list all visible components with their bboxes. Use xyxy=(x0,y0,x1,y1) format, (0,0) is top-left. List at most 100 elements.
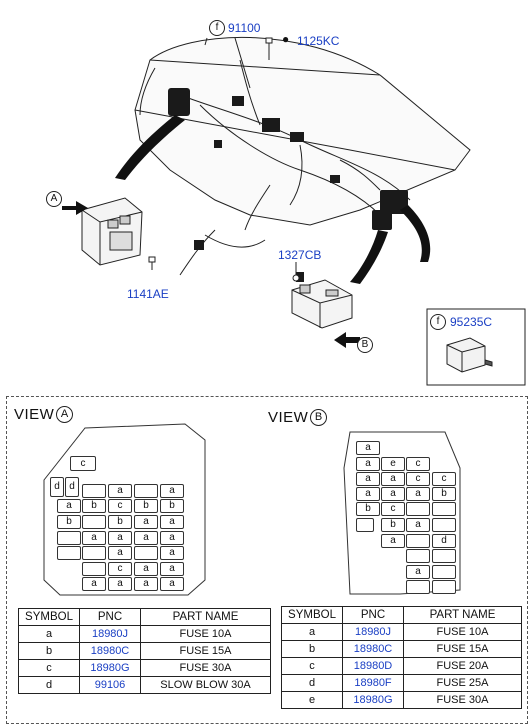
table-row: c 18980G FUSE 30A xyxy=(18,659,271,677)
table-a-header-pnc: PNC xyxy=(79,608,141,626)
fusebox-b-fuse-slot: c xyxy=(432,472,456,486)
view-b-marker: B xyxy=(357,337,373,353)
fusebox-a-fuse-slot: a xyxy=(108,546,132,560)
fusebox-a-fuse-slot: a xyxy=(108,577,132,591)
fusebox-a-fuse-slot: a xyxy=(108,484,132,498)
symbol-cell: b xyxy=(281,640,343,658)
fusebox-b-fuse-slot xyxy=(406,534,430,548)
symbol-cell: d xyxy=(281,674,343,692)
pnc-link[interactable]: 18980F xyxy=(342,674,404,692)
table-a-header-symbol: SYMBOL xyxy=(18,608,80,626)
table-row: a 18980J FUSE 10A xyxy=(18,625,271,643)
fusebox-b-fuse-slot: a xyxy=(381,472,405,486)
fusebox-a-fuse-slot: a xyxy=(160,562,184,576)
callout-95235c[interactable]: 95235C xyxy=(450,315,493,329)
fusebox-a-fuse-slot: a xyxy=(57,499,81,513)
fusebox-a-fuse-slot: b xyxy=(82,499,106,513)
fusebox-a-fuse-slot: a xyxy=(160,546,184,560)
views-frame xyxy=(6,396,528,724)
fusebox-b-fuse-slot xyxy=(432,549,456,563)
fusebox-a-fuse-slot xyxy=(134,484,158,498)
table-row: b 18980C FUSE 15A xyxy=(281,640,522,658)
fusebox-b-fuse-slot xyxy=(432,565,456,579)
fusebox-b-fuse-slot: e xyxy=(381,457,405,471)
fusebox-a-fuse-slot xyxy=(134,546,158,560)
fusebox-a-fuse-slot xyxy=(82,562,106,576)
table-row: b 18980C FUSE 15A xyxy=(18,642,271,660)
part-name-cell: FUSE 30A xyxy=(403,691,522,709)
fusebox-a-fuse-slot: a xyxy=(134,577,158,591)
fusebox-a-fuse-slot: a xyxy=(82,577,106,591)
fusebox-a-fuse-slot: c xyxy=(108,562,132,576)
callout-1125kc-marker: ● xyxy=(282,32,290,46)
fusebox-a-fuse-slot: b xyxy=(108,515,132,529)
fusebox-b-fuse-slot: b xyxy=(432,487,456,501)
pnc-link[interactable]: 18980G xyxy=(79,659,141,677)
pnc-link[interactable]: 18980C xyxy=(79,642,141,660)
pnc-link[interactable]: 18980G xyxy=(342,691,404,709)
fusebox-b-fuse-slot: a xyxy=(406,487,430,501)
fusebox-a-fuse-slot: c xyxy=(70,456,96,471)
pnc-link[interactable]: 18980D xyxy=(342,657,404,675)
function-marker: f xyxy=(209,20,225,36)
fusebox-a-fuse-slot: a xyxy=(160,531,184,545)
symbol-cell: c xyxy=(281,657,343,675)
symbol-cell: b xyxy=(18,642,80,660)
part-name-cell: FUSE 10A xyxy=(140,625,271,643)
fusebox-b-fuse-slot xyxy=(406,549,430,563)
fusebox-a-fuse-slot: a xyxy=(134,531,158,545)
fusebox-b-fuse-slot: a xyxy=(381,487,405,501)
fusebox-a-fuse-slot: a xyxy=(134,562,158,576)
fusebox-a-fuse-slot: a xyxy=(160,577,184,591)
fusebox-a-fuse-slot: b xyxy=(160,499,184,513)
fusebox-a-fuse-slot: a xyxy=(108,531,132,545)
pnc-link[interactable]: 18980C xyxy=(342,640,404,658)
callout-91100[interactable]: 91100 xyxy=(228,21,261,35)
callout-1141ae[interactable]: 1141AE xyxy=(127,287,169,301)
part-name-cell: SLOW BLOW 30A xyxy=(140,676,271,694)
symbol-cell: a xyxy=(281,623,343,641)
fusebox-b-fuse-slot: a xyxy=(356,441,380,455)
fusebox-b-fuse-slot xyxy=(432,518,456,532)
pnc-link[interactable]: 99106 xyxy=(79,676,141,694)
callout-1327cb[interactable]: 1327CB xyxy=(278,248,322,262)
fusebox-a-fuse-slot: d xyxy=(50,477,64,497)
dashboard-wiring-illustration xyxy=(62,36,526,386)
fusebox-a-fuse-slot: c xyxy=(108,499,132,513)
fusebox-a-fuse-slot: b xyxy=(134,499,158,513)
fusebox-b-fuse-slot xyxy=(432,502,456,516)
fusebox-b-fuse-slot: b xyxy=(381,518,405,532)
fusebox-b-fuse-slot: a xyxy=(406,518,430,532)
fuse-table-a: SYMBOL PNC PART NAME a 18980J FUSE 10A b… xyxy=(18,608,271,694)
table-row: e 18980G FUSE 30A xyxy=(281,691,522,709)
symbol-cell: a xyxy=(18,625,80,643)
fusebox-a-fuse-slot: a xyxy=(134,515,158,529)
fusebox-a-fuse-slot: a xyxy=(82,531,106,545)
part-name-cell: FUSE 10A xyxy=(403,623,522,641)
callout-1125kc[interactable]: 1125KC xyxy=(297,34,340,48)
fusebox-b-fuse-slot: c xyxy=(406,457,430,471)
table-b-header-pnc: PNC xyxy=(342,606,404,624)
fusebox-b-fuse-slot xyxy=(406,502,430,516)
fusebox-b-fuse-slot: a xyxy=(356,457,380,471)
fusebox-a-fuse-slot xyxy=(57,546,81,560)
fusebox-b-fuse-slot: c xyxy=(381,502,405,516)
fusebox-b-fuse-slot: a xyxy=(381,534,405,548)
fusebox-a-fuse-slot xyxy=(82,484,106,498)
fuse-table-b: SYMBOL PNC PART NAME a 18980J FUSE 10A b… xyxy=(281,606,522,709)
table-row: a 18980J FUSE 10A xyxy=(281,623,522,641)
fusebox-a-fuse-slot: b xyxy=(57,515,81,529)
part-name-cell: FUSE 15A xyxy=(403,640,522,658)
relay-function-marker: f xyxy=(430,314,446,330)
table-row: c 18980D FUSE 20A xyxy=(281,657,522,675)
table-a-header-part-name: PART NAME xyxy=(140,608,271,626)
fusebox-b-fuse-slot: a xyxy=(406,565,430,579)
table-b-header-part-name: PART NAME xyxy=(403,606,522,624)
pnc-link[interactable]: 18980J xyxy=(79,625,141,643)
pnc-link[interactable]: 18980J xyxy=(342,623,404,641)
fusebox-a-fuse-slot xyxy=(82,515,106,529)
fusebox-a-fuse-slot: a xyxy=(160,484,184,498)
